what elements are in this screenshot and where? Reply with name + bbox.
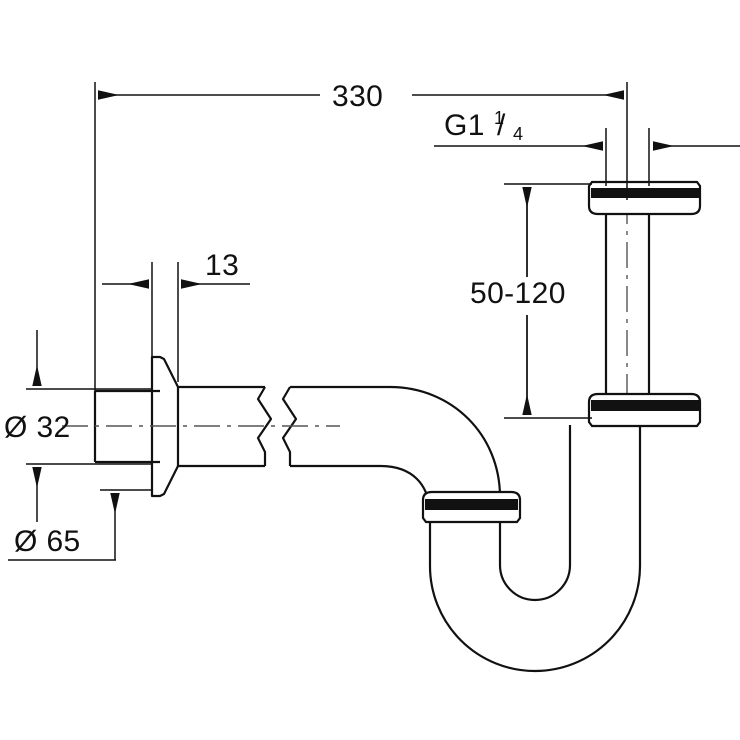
u-bend-left-limb: [428, 520, 502, 566]
inlet-pipe-run-right: [290, 385, 390, 468]
dim-label-range-mask: [468, 277, 590, 315]
u-bend-right-limb: [568, 425, 642, 566]
dim-label-13: 13: [205, 249, 239, 282]
u-bend-bottom: [428, 564, 642, 673]
thread-label-slash: /: [497, 109, 506, 142]
dimension-vertical-range: 50-120: [468, 183, 592, 419]
inlet-pipe-run-left: [178, 385, 265, 468]
dim-label-thread: G1 1 / 4: [444, 108, 523, 144]
dimension-rosette-diameter: Ø 65: [8, 489, 152, 561]
thread-label-prefix: G1: [444, 109, 485, 142]
trap-geometry: [62, 180, 702, 673]
trap-inlet-nut: [421, 490, 522, 524]
wall-rosette: [150, 355, 180, 498]
dimension-thread-callout: G1 1 / 4: [434, 108, 740, 186]
dim-label-dia-32: Ø 32: [4, 411, 71, 444]
dimension-pipe-diameter: Ø 32: [4, 330, 152, 522]
dim-label-50-120: 50-120: [470, 277, 566, 310]
outlet-lower-nut: [587, 392, 702, 428]
thread-label-denominator: 4: [513, 124, 523, 144]
dimension-overall-length: 330: [94, 80, 628, 398]
dim-label-dia-65: Ø 65: [14, 525, 81, 558]
thread-label-numerator: 1: [494, 108, 504, 128]
dimension-flange-thickness: 13: [102, 249, 250, 382]
outlet-upper-nut: [587, 180, 702, 216]
dim-label-330: 330: [332, 80, 383, 113]
pipe-break-symbol: [256, 386, 298, 466]
dimension-annotations: 330 G1 1 / 4: [4, 80, 740, 561]
